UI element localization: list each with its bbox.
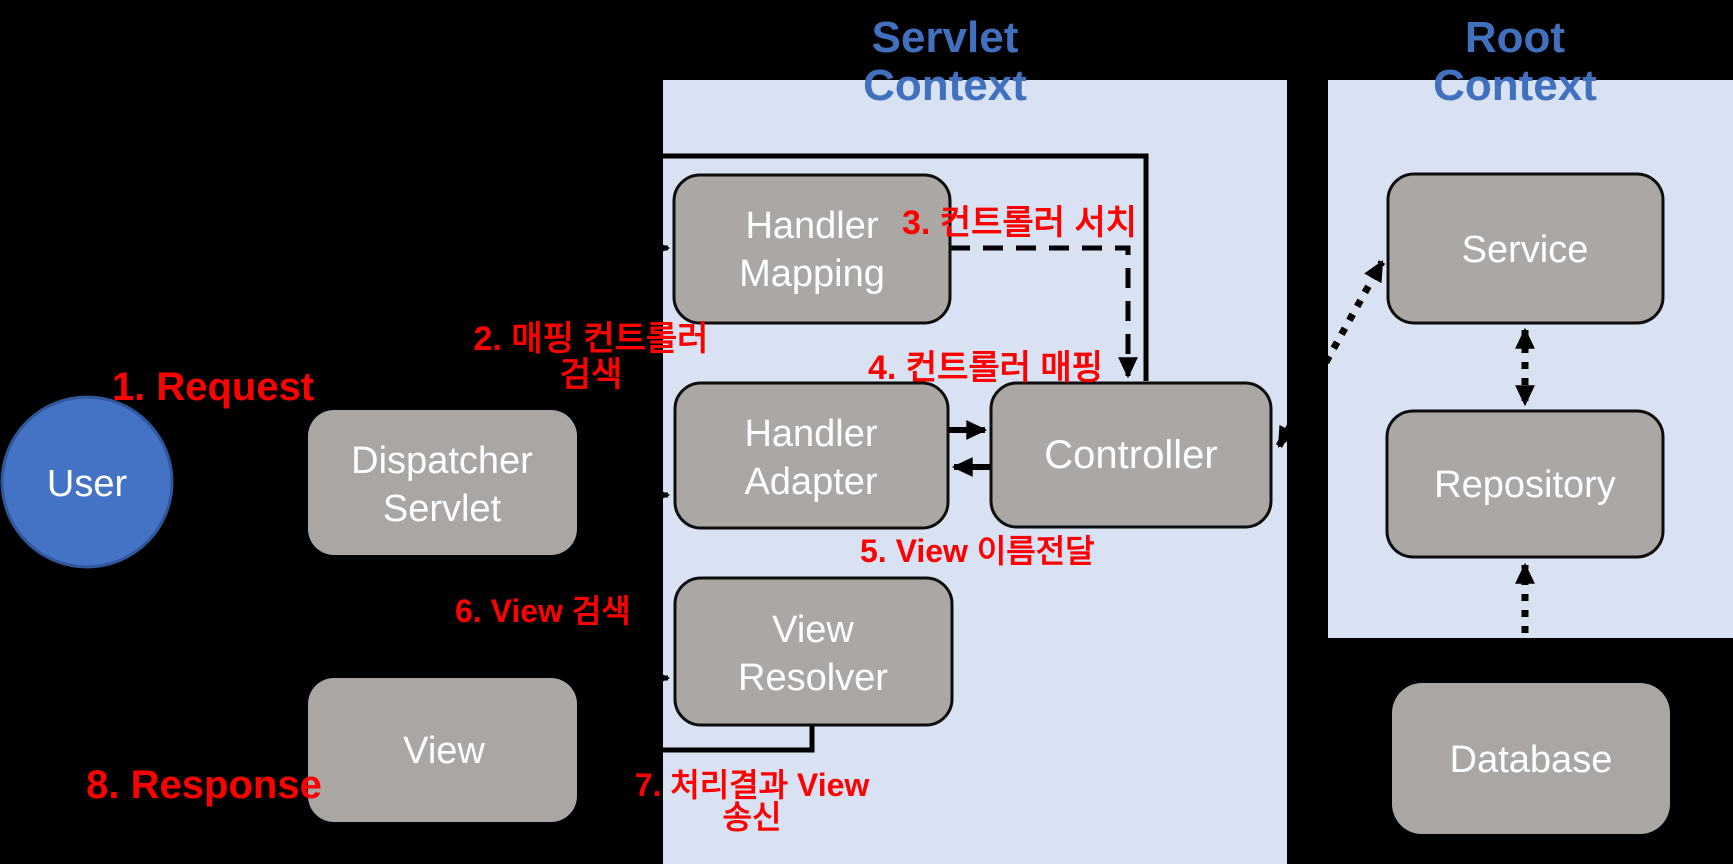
repository-shape	[1385, 409, 1665, 559]
handler-mapping-label-line2: Mapping	[739, 253, 885, 295]
handler-adapter-label-line2: Adapter	[744, 461, 877, 503]
service-shape	[1386, 172, 1665, 325]
controller-service-dotted-arrow	[1275, 260, 1386, 448]
step-7-label-line1: 7. 처리결과 View	[635, 767, 870, 803]
handler-adapter-box: Handler Adapter	[673, 381, 950, 530]
dispatcher-servlet-shape	[308, 410, 577, 555]
repository-label: Repository	[1434, 464, 1616, 506]
view-resolver-box: View Resolver	[673, 576, 954, 727]
step-3-controller-search-label: 3. 컨트롤러 서치	[902, 204, 1137, 242]
controller-label: Controller	[1044, 433, 1217, 477]
service-label: Service	[1462, 229, 1589, 271]
service-box: Service	[1386, 172, 1665, 325]
request-flow-line	[439, 153, 1149, 410]
step-4-controller-mapping-label: 4. 컨트롤러 매핑	[868, 349, 1103, 387]
view-resolver-shape	[673, 576, 954, 727]
step-2-label-line1: 2. 매핑 컨트롤러	[474, 320, 709, 358]
root-context-title: Root Context	[1433, 13, 1597, 110]
view-box: View	[308, 678, 577, 822]
root-context-title-line2: Context	[1433, 61, 1597, 110]
dispatcher-servlet-label-line2: Servlet	[383, 488, 502, 530]
database-shape	[1392, 683, 1670, 834]
repository-box: Repository	[1385, 409, 1665, 559]
handler-mapping-label-line1: Handler	[745, 205, 878, 247]
handler-adapter-shape	[673, 381, 950, 530]
controller-box: Controller	[989, 381, 1273, 529]
step-2-mapping-controller-search-label: 2. 매핑 컨트롤러 검색	[474, 320, 709, 394]
user-circle	[0, 395, 174, 569]
view-shape	[308, 678, 577, 822]
controller-search-dashed-arrow	[950, 245, 1138, 379]
dispatcher-servlet-label-line1: Dispatcher	[351, 440, 533, 482]
step-2-label-line2: 검색	[560, 356, 623, 394]
root-context-title-line1: Root	[1465, 13, 1566, 62]
view-resolver-label-line2: Resolver	[738, 657, 888, 699]
handler-mapping-box: Handler Mapping	[672, 173, 952, 325]
step-6-view-search-label: 6. View 검색	[455, 593, 631, 629]
servlet-context-title-line1: Servlet	[872, 13, 1019, 62]
step-5-view-name-label: 5. View 이름전달	[860, 533, 1095, 569]
dispatcher-servlet-box: Dispatcher Servlet	[308, 410, 577, 555]
step-8-response-label: 8. Response	[86, 763, 322, 807]
view-resolver-to-view-line	[579, 725, 815, 753]
user-label: User	[47, 463, 128, 505]
controller-shape	[989, 381, 1273, 529]
dispatcher-to-handler-mapping-arrow	[517, 238, 671, 412]
view-resolver-label-line1: View	[772, 609, 854, 651]
step-7-result-view-send-label: 7. 처리결과 View 송신	[635, 767, 870, 835]
step-7-label-line2: 송신	[723, 799, 782, 835]
view-label: View	[403, 730, 485, 772]
servlet-context-title: Servlet Context	[863, 13, 1027, 110]
step-1-request-label: 1. Request	[112, 365, 314, 409]
handler-adapter-label-line1: Handler	[744, 413, 877, 455]
servlet-context-title-line2: Context	[863, 61, 1027, 110]
database-box: Database	[1392, 683, 1670, 834]
handler-mapping-shape	[672, 173, 952, 325]
database-label: Database	[1450, 739, 1613, 781]
